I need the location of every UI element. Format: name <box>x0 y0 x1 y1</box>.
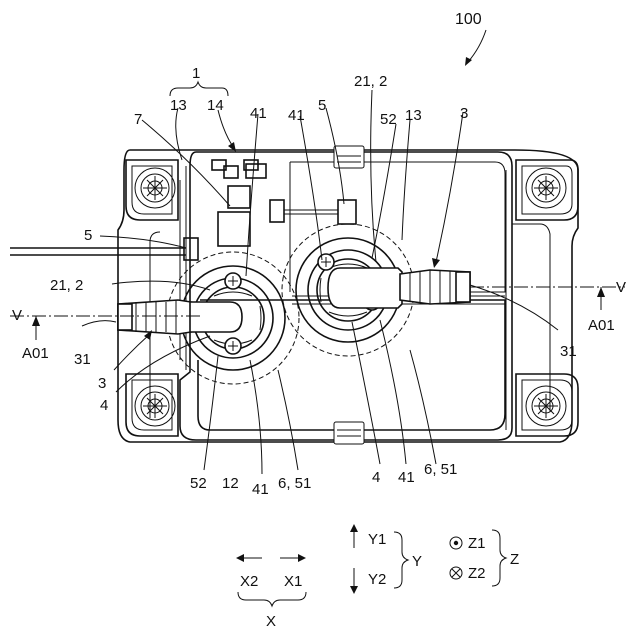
legend-x2: X2 <box>240 573 258 590</box>
brace-1 <box>170 82 228 96</box>
mount-top-right <box>516 160 578 220</box>
figure-number: 100 <box>455 11 482 28</box>
figure-number-group: 100 <box>455 11 486 66</box>
right-side-step <box>512 224 550 412</box>
figure-number-arrow <box>468 30 486 62</box>
components <box>184 160 356 260</box>
label-5-top: 5 <box>318 97 326 114</box>
legend-z2: Z2 <box>468 565 486 582</box>
label-a01-left: A01 <box>22 345 49 362</box>
label-21-2-left: 21, 2 <box>50 277 83 294</box>
legend-z: Z1 Z2 Z <box>450 530 519 586</box>
label-4-bottom: 4 <box>372 469 380 486</box>
legend-y1: Y1 <box>368 531 386 548</box>
mount-bottom-left <box>126 374 178 436</box>
label-v-right: V <box>616 279 626 296</box>
label-3-top: 3 <box>460 105 468 122</box>
label-6-51-right: 6, 51 <box>424 461 457 478</box>
cable-left <box>10 248 186 255</box>
legend-y2: Y2 <box>368 571 386 588</box>
label-41-b: 41 <box>288 107 305 124</box>
label-41-bottom-right: 41 <box>398 469 415 486</box>
label-13-right: 13 <box>405 107 422 124</box>
label-1: 1 <box>192 65 200 82</box>
label-a01-right: A01 <box>588 317 615 334</box>
legend-x: X <box>266 613 276 630</box>
label-5-left: 5 <box>84 227 92 244</box>
legend-z1: Z1 <box>468 535 486 552</box>
bottom-tab <box>334 422 364 444</box>
label-13-top: 13 <box>170 97 187 114</box>
mount-top-left <box>126 160 178 220</box>
legend-y: Y1 Y2 Y <box>350 524 422 594</box>
label-7: 7 <box>134 111 142 128</box>
label-31-right: 31 <box>560 343 577 360</box>
label-14: 14 <box>207 97 224 114</box>
label-4-left: 4 <box>100 397 108 414</box>
label-12: 12 <box>222 475 239 492</box>
label-6-51-left: 6, 51 <box>278 475 311 492</box>
label-52-top: 52 <box>380 111 397 128</box>
legend-x: X2 X1 X <box>236 554 306 630</box>
valve-right <box>282 224 470 356</box>
label-21-2-top: 21, 2 <box>354 73 387 90</box>
label-3-left: 3 <box>98 375 106 392</box>
label-52-bottom: 52 <box>190 475 207 492</box>
label-v-left: V <box>12 307 22 324</box>
label-41-a: 41 <box>250 105 267 122</box>
legend-y: Y <box>412 553 422 570</box>
mount-bottom-right <box>516 374 578 436</box>
legend-x1: X1 <box>284 573 302 590</box>
label-41-bottom-left: 41 <box>252 481 269 498</box>
label-31-left: 31 <box>74 351 91 368</box>
lower-compartment-12 <box>198 300 505 430</box>
valve-left <box>118 252 299 384</box>
legend-z: Z <box>510 551 519 568</box>
